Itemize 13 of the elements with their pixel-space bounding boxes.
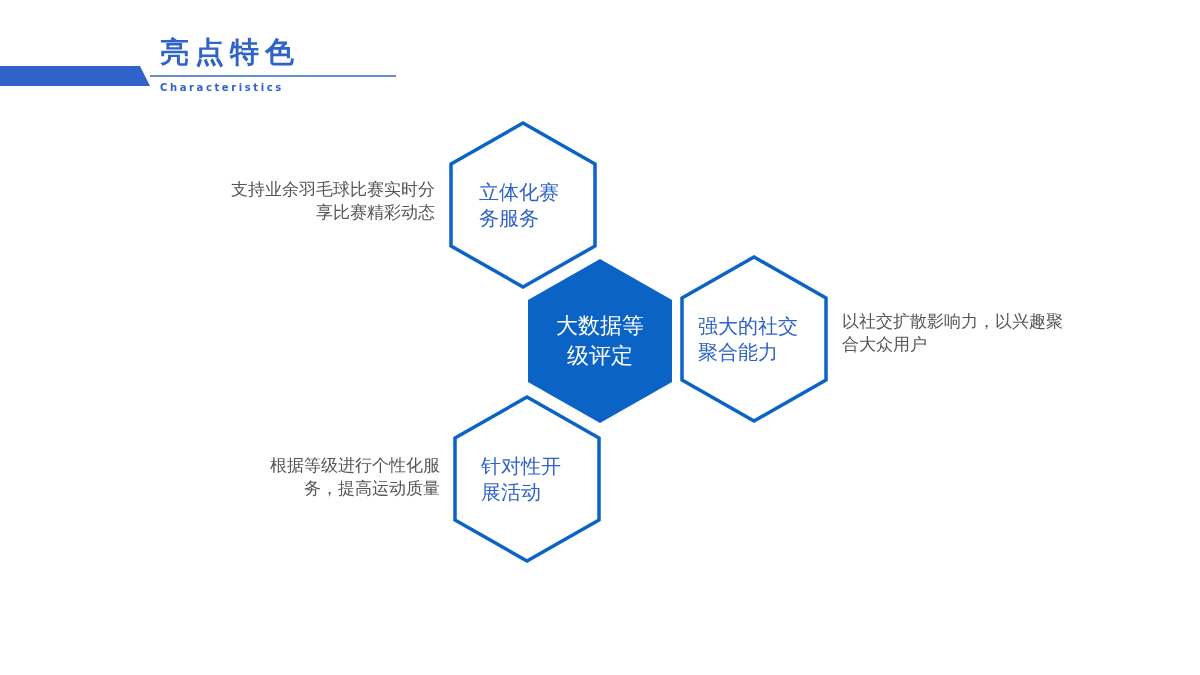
hexagon [452,395,602,563]
hexagon [448,121,598,289]
hexagon-label: 强大的社交聚合能力 [698,313,799,365]
hexagon-label: 大数据等级评定 [555,312,645,370]
hexagon-label: 立体化赛务服务 [479,179,560,231]
filled-hexagon [525,257,675,425]
hexagon-label: 针对性开展活动 [481,453,562,505]
slide-title: 亮点特色 [160,34,300,70]
description-text: 支持业余羽毛球比赛实时分享比赛精彩动态 [230,178,435,224]
description-text: 根据等级进行个性化服务，提高运动质量 [269,454,440,500]
hexagon [679,255,829,423]
description-text: 以社交扩散影响力，以兴趣聚合大众用户 [842,310,1064,356]
subtitle: Characteristics [160,82,284,94]
